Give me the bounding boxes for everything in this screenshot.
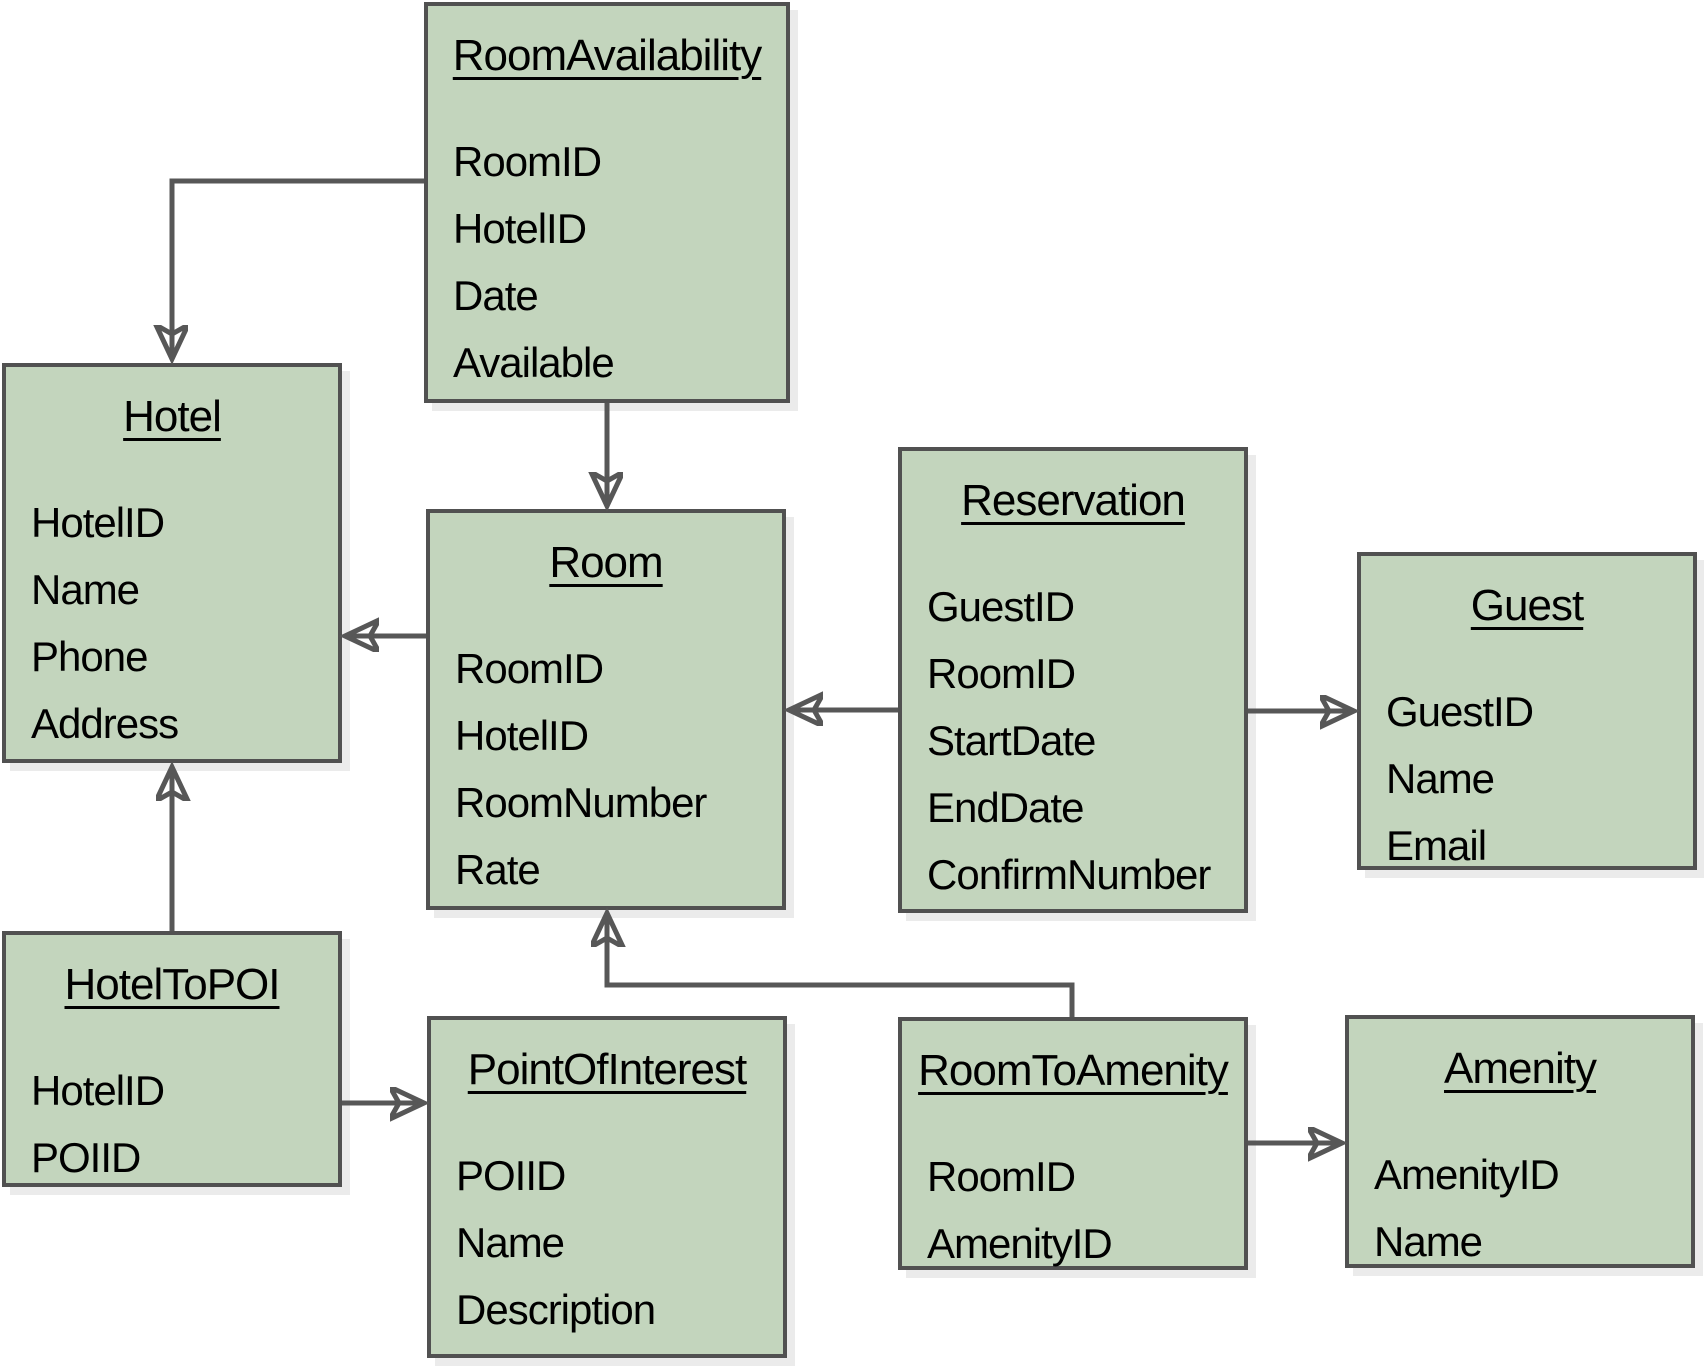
- entity-field: StartDate: [927, 717, 1096, 764]
- entity-field: Name: [1374, 1218, 1483, 1265]
- entity-title: Room: [549, 538, 663, 587]
- entity-amenity: Amenity AmenityID Name: [1345, 1015, 1695, 1268]
- entity-field-list: GuestID Name Email: [1361, 678, 1693, 879]
- connector-roomavailability-to-hotel-arrow: [172, 178, 424, 359]
- entity-title: HotelToPOI: [64, 960, 281, 1009]
- entity-field: RoomID: [927, 650, 1076, 697]
- entity-field: RoomNumber: [455, 779, 707, 826]
- entity-hotel: Hotel HotelID Name Phone Address: [2, 363, 342, 763]
- entity-title: Reservation: [961, 476, 1186, 525]
- entity-field: Name: [456, 1219, 565, 1266]
- entity-field: POIID: [456, 1152, 566, 1199]
- entity-field: Available: [453, 339, 615, 386]
- entity-room: Room RoomID HotelID RoomNumber Rate: [426, 509, 786, 910]
- entity-field: AmenityID: [1374, 1151, 1560, 1198]
- entity-field: Date: [453, 272, 539, 319]
- entity-field: Email: [1386, 822, 1487, 869]
- entity-field: GuestID: [927, 583, 1075, 630]
- entity-field: HotelID: [453, 205, 587, 252]
- entity-field-list: AmenityID Name: [1349, 1141, 1691, 1275]
- entity-field: Name: [31, 566, 140, 613]
- entity-reservation: Reservation GuestID RoomID StartDate End…: [898, 447, 1248, 913]
- entity-field: ConfirmNumber: [927, 851, 1211, 898]
- entity-title: Guest: [1470, 581, 1584, 630]
- entity-field: Name: [1386, 755, 1495, 802]
- entity-title: Amenity: [1444, 1044, 1597, 1093]
- entity-room-availability: RoomAvailability RoomID HotelID Date Ava…: [424, 2, 790, 403]
- entity-field-list: POIID Name Description: [431, 1142, 783, 1343]
- connector-roomtoamenity-to-room-arrow: [607, 913, 1075, 1017]
- entity-title: PointOfInterest: [467, 1045, 747, 1094]
- entity-guest: Guest GuestID Name Email: [1357, 552, 1697, 870]
- entity-field: Description: [456, 1286, 656, 1333]
- entity-room-to-amenity: RoomToAmenity RoomID AmenityID: [898, 1017, 1248, 1270]
- entity-field: GuestID: [1386, 688, 1534, 735]
- entity-field: Phone: [31, 633, 148, 680]
- entity-hotel-to-poi: HotelToPOI HotelID POIID: [2, 931, 342, 1187]
- entity-field: POIID: [31, 1134, 141, 1181]
- entity-title: Hotel: [123, 392, 222, 441]
- entity-field: HotelID: [31, 1067, 165, 1114]
- entity-field-list: RoomID HotelID RoomNumber Rate: [430, 635, 782, 903]
- entity-title: RoomToAmenity: [918, 1046, 1229, 1095]
- entity-field: Rate: [455, 846, 541, 893]
- entity-field: HotelID: [31, 499, 165, 546]
- entity-field: RoomID: [455, 645, 604, 692]
- entity-title: RoomAvailability: [452, 31, 762, 80]
- entity-point-of-interest: PointOfInterest POIID Name Description: [427, 1016, 787, 1358]
- entity-field-list: RoomID AmenityID: [902, 1143, 1244, 1277]
- entity-field: RoomID: [927, 1153, 1076, 1200]
- entity-field: HotelID: [455, 712, 589, 759]
- entity-field: Address: [31, 700, 179, 747]
- entity-field: EndDate: [927, 784, 1084, 831]
- entity-field-list: HotelID Name Phone Address: [6, 489, 338, 757]
- entity-field-list: GuestID RoomID StartDate EndDate Confirm…: [902, 573, 1244, 908]
- entity-field: RoomID: [453, 138, 602, 185]
- entity-field-list: RoomID HotelID Date Available: [428, 128, 786, 396]
- entity-field-list: HotelID POIID: [6, 1057, 338, 1191]
- entity-field: AmenityID: [927, 1220, 1113, 1267]
